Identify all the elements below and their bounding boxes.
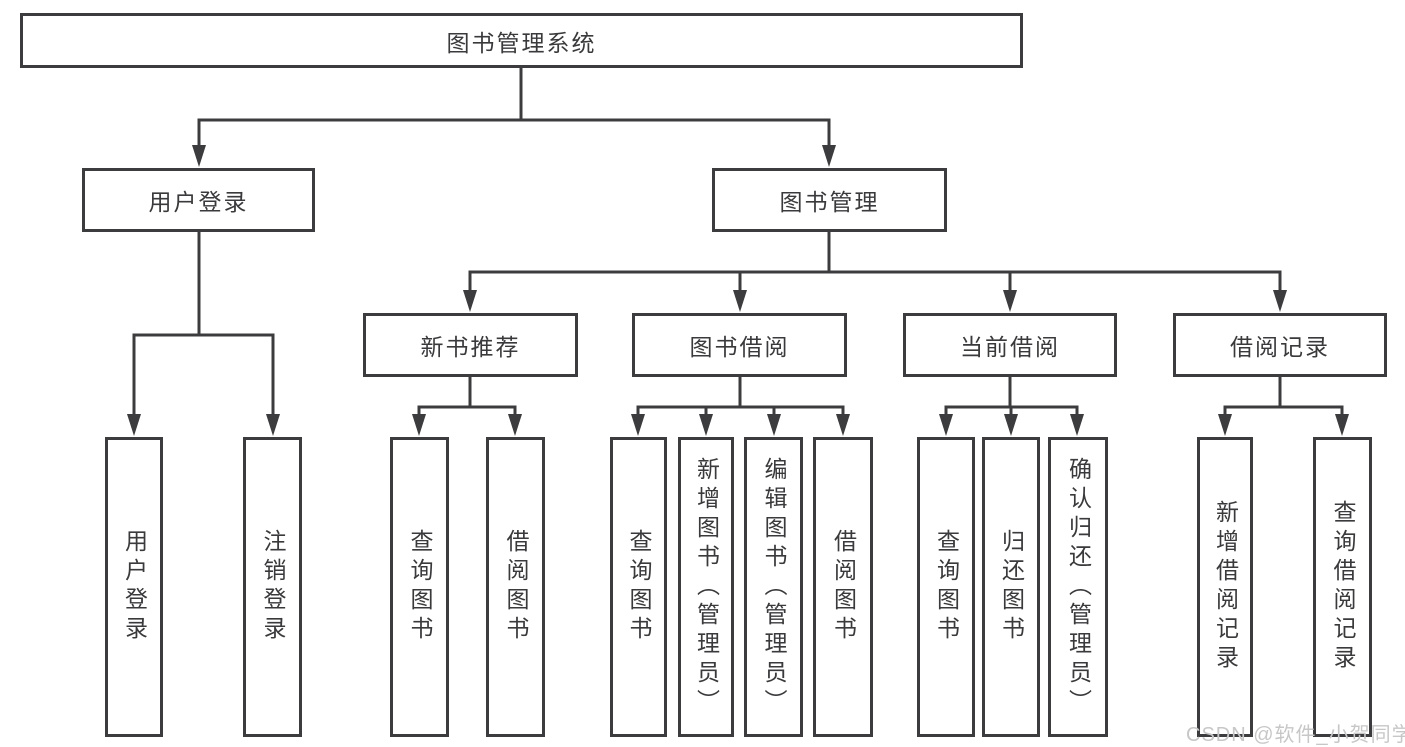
leaf-logout: 注销登录 xyxy=(243,437,302,737)
leaf-borrow-query-book-label: 查询图书 xyxy=(626,529,652,645)
leaf-add-book-admin-label: 新增图书（管理员） xyxy=(693,456,720,718)
leaf-query-borrow-record-label: 查询借阅记录 xyxy=(1330,500,1356,674)
leaf-user-login: 用户登录 xyxy=(105,437,163,737)
leaf-borrow-query-book: 查询图书 xyxy=(610,437,667,737)
leaf-query-borrow-record: 查询借阅记录 xyxy=(1313,437,1372,737)
node-book-borrow-label: 图书借阅 xyxy=(689,334,790,360)
node-new-book-recommend: 新书推荐 xyxy=(363,313,578,377)
leaf-return-book: 归还图书 xyxy=(982,437,1040,737)
node-current-borrow-label: 当前借阅 xyxy=(960,334,1060,360)
csdn-watermark: CSDN @软件_小贺同学 xyxy=(1186,724,1405,746)
leaf-borrow-book: 借阅图书 xyxy=(813,437,873,737)
leaf-confirm-return-admin: 确认归还（管理员） xyxy=(1048,437,1108,737)
leaf-add-borrow-record: 新增借阅记录 xyxy=(1197,437,1253,737)
leaf-borrow-book-label: 借阅图书 xyxy=(830,529,857,645)
node-borrow-record: 借阅记录 xyxy=(1173,313,1387,377)
leaf-current-query-book-label: 查询图书 xyxy=(933,529,960,645)
leaf-current-query-book: 查询图书 xyxy=(917,437,975,737)
node-borrow-record-label: 借阅记录 xyxy=(1230,334,1330,360)
leaf-return-book-label: 归还图书 xyxy=(998,529,1025,645)
node-book-borrow: 图书借阅 xyxy=(632,313,847,377)
node-current-borrow: 当前借阅 xyxy=(903,313,1117,377)
leaf-recommend-borrow-book: 借阅图书 xyxy=(486,437,545,737)
node-root: 图书管理系统 xyxy=(20,13,1023,68)
leaf-recommend-borrow-book-label: 借阅图书 xyxy=(503,529,529,645)
node-new-book-recommend-label: 新书推荐 xyxy=(420,334,521,360)
leaf-recommend-query-book-label: 查询图书 xyxy=(407,529,433,645)
leaf-edit-book-admin-label: 编辑图书（管理员） xyxy=(761,456,787,718)
leaf-add-book-admin: 新增图书（管理员） xyxy=(678,437,734,737)
leaf-confirm-return-admin-label: 确认归还（管理员） xyxy=(1065,456,1092,718)
node-book-management: 图书管理 xyxy=(712,168,947,232)
leaf-edit-book-admin: 编辑图书（管理员） xyxy=(744,437,803,737)
node-user-login: 用户登录 xyxy=(82,168,315,232)
node-book-management-label: 图书管理 xyxy=(779,189,880,215)
leaf-user-login-label: 用户登录 xyxy=(121,529,148,645)
leaf-add-borrow-record-label: 新增借阅记录 xyxy=(1212,500,1239,674)
node-user-login-label: 用户登录 xyxy=(148,189,249,215)
arrowheads xyxy=(127,145,1349,436)
node-root-label: 图书管理系统 xyxy=(446,29,597,56)
leaf-logout-label: 注销登录 xyxy=(260,529,286,645)
leaf-recommend-query-book: 查询图书 xyxy=(390,437,449,737)
